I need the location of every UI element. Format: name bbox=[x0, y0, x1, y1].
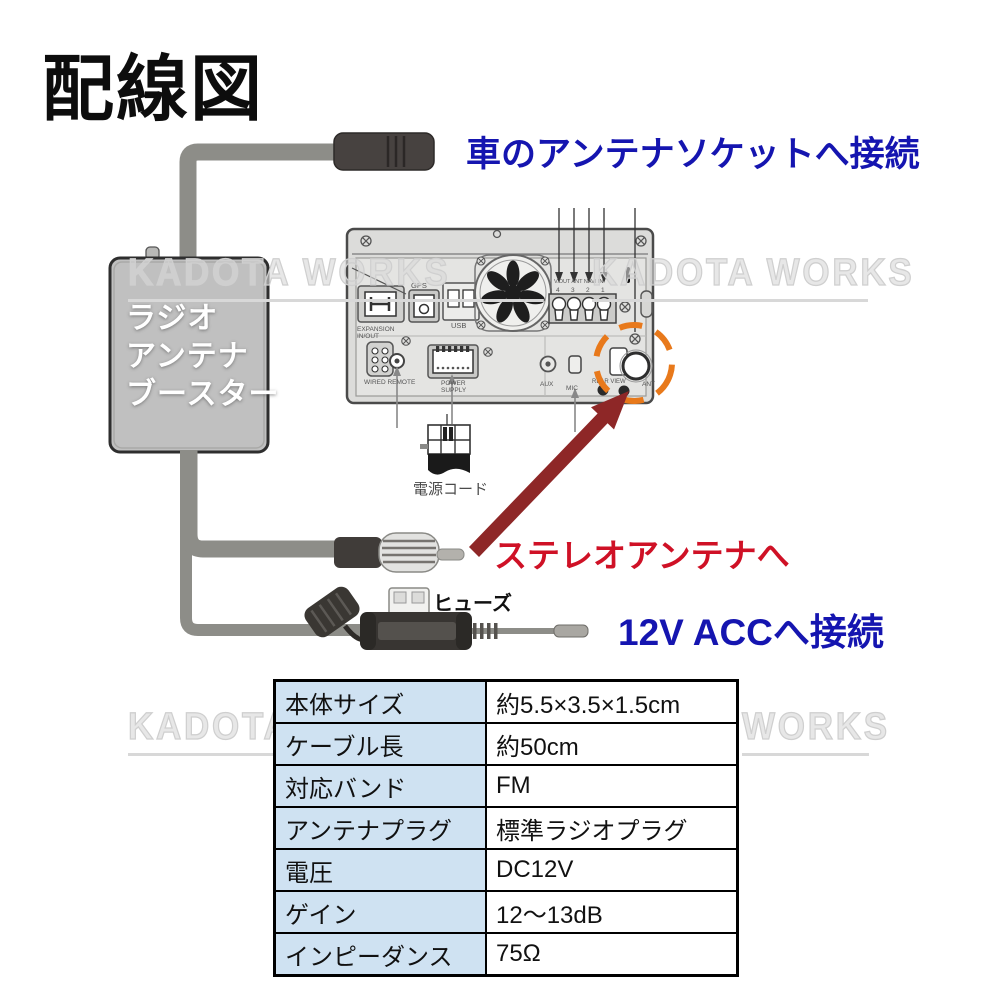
svg-text:4: 4 bbox=[556, 287, 560, 294]
table-row: ゲイン 12〜13dB bbox=[273, 890, 739, 934]
booster-line-2: アンテナ bbox=[126, 340, 249, 373]
mic-jack bbox=[568, 355, 582, 432]
spec-label: ケーブル長 bbox=[273, 722, 487, 766]
power-cord-icon bbox=[420, 414, 471, 475]
svg-text:3: 3 bbox=[571, 287, 575, 294]
power-supply-port bbox=[427, 344, 493, 424]
watermark: KADOTA bbox=[127, 705, 289, 756]
expansion-port bbox=[351, 267, 407, 323]
table-row: 本体サイズ 約5.5×3.5×1.5cm bbox=[273, 679, 739, 724]
booster-line-1: ラジオ bbox=[126, 302, 219, 335]
svg-text:USB: USB bbox=[451, 321, 466, 330]
svg-text:POWER: POWER bbox=[441, 380, 466, 387]
power-cord-annotation: 電源コード bbox=[413, 481, 489, 498]
svg-text:ANT: ANT bbox=[642, 381, 655, 388]
spec-value: 約5.5×3.5×1.5cm bbox=[485, 679, 739, 724]
table-row: アンテナプラグ 標準ラジオプラグ bbox=[273, 806, 739, 850]
svg-text:GPS: GPS bbox=[411, 281, 427, 290]
spec-label: インピーダンス bbox=[273, 932, 487, 977]
page-title: 配線図 bbox=[42, 50, 265, 130]
spec-value: FM bbox=[485, 764, 739, 808]
cable-to-stereo-antenna bbox=[180, 450, 336, 558]
wired-remote-port bbox=[366, 336, 411, 428]
svg-text:1: 1 bbox=[601, 287, 605, 294]
svg-text:SUPPLY: SUPPLY bbox=[441, 387, 467, 394]
spec-label: 対応バンド bbox=[273, 764, 487, 808]
fuse-annotation: ヒューズ bbox=[433, 593, 512, 615]
spec-value: 標準ラジオプラグ bbox=[485, 806, 739, 850]
svg-text:EXPANSION: EXPANSION bbox=[357, 326, 395, 333]
spec-value: DC12V bbox=[485, 848, 739, 892]
svg-text:WIRED REMOTE: WIRED REMOTE bbox=[364, 379, 416, 386]
stereo-rear-panel: EXPANSION IN/OUT GPS USB WIRED REMOTE PO… bbox=[345, 208, 655, 432]
svg-text:V.OUT ANT NAVI IN: V.OUT ANT NAVI IN bbox=[554, 279, 603, 285]
booster-box-label: ラジオ アンテナ ブースター bbox=[126, 300, 280, 414]
svg-text:AUX: AUX bbox=[540, 381, 554, 388]
fuse-holder-icon bbox=[304, 586, 589, 650]
spec-label: ゲイン bbox=[273, 890, 487, 934]
table-row: 対応バンド FM bbox=[273, 764, 739, 808]
table-row: インピーダンス 75Ω bbox=[273, 932, 739, 977]
spec-label: 本体サイズ bbox=[273, 679, 487, 724]
svg-text:REAR VIEW: REAR VIEW bbox=[592, 379, 626, 385]
booster-line-3: ブースター bbox=[126, 378, 280, 411]
antenna-plug-icon bbox=[334, 532, 465, 573]
table-row: ケーブル長 約50cm bbox=[273, 722, 739, 766]
watermark: WORKS bbox=[741, 705, 888, 756]
spec-label: 電圧 bbox=[273, 848, 487, 892]
aux-jack bbox=[539, 355, 557, 373]
panel-labels: EXPANSION IN/OUT GPS USB WIRED REMOTE PO… bbox=[357, 279, 655, 394]
svg-text:IN/OUT: IN/OUT bbox=[357, 333, 379, 340]
table-row: 電圧 DC12V bbox=[273, 848, 739, 892]
cable-to-acc bbox=[180, 450, 364, 636]
spec-value: 75Ω bbox=[485, 932, 739, 977]
red-arrow bbox=[469, 391, 629, 557]
spec-value: 約50cm bbox=[485, 722, 739, 766]
svg-text:MIC: MIC bbox=[566, 385, 578, 392]
spec-table: 本体サイズ 約5.5×3.5×1.5cm ケーブル長 約50cm 対応バンド F… bbox=[273, 679, 739, 977]
acc-annotation: 12V ACCへ接続 bbox=[618, 612, 884, 653]
fan-icon bbox=[474, 254, 552, 332]
svg-text:2: 2 bbox=[586, 287, 590, 294]
car-socket-annotation: 車のアンテナソケットへ接続 bbox=[466, 135, 920, 174]
spec-value: 12〜13dB bbox=[485, 890, 739, 934]
ant-port bbox=[619, 349, 653, 383]
power-mark bbox=[626, 267, 630, 283]
watermark: KADOTA WORKS bbox=[591, 251, 912, 302]
stereo-antenna-annotation: ステレオアンテナへ bbox=[494, 537, 790, 574]
watermark: KADOTA WORKS bbox=[127, 251, 544, 302]
car-antenna-connector-icon bbox=[333, 132, 435, 171]
spec-label: アンテナプラグ bbox=[273, 806, 487, 850]
